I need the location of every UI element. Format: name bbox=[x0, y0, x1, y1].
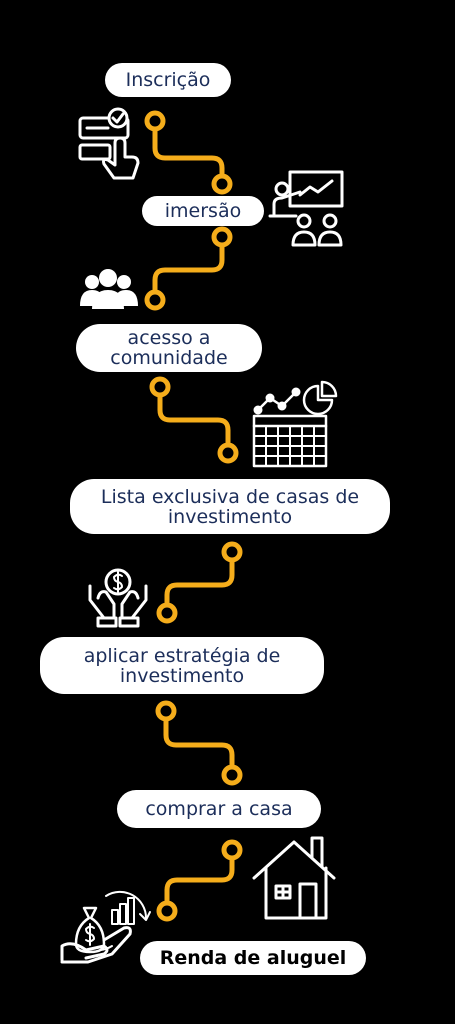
node-dot bbox=[221, 839, 243, 861]
node-dot bbox=[211, 226, 233, 248]
node-dot bbox=[156, 602, 178, 624]
connector-path bbox=[157, 384, 231, 453]
connector-path bbox=[164, 549, 235, 613]
connector-path bbox=[163, 708, 235, 775]
node-dot bbox=[211, 173, 233, 195]
step-imersao: imersão bbox=[142, 196, 264, 226]
house-icon bbox=[252, 836, 336, 920]
step-inscricao: Inscrição bbox=[105, 63, 231, 97]
connector-path bbox=[164, 847, 235, 911]
node-dot bbox=[221, 764, 243, 786]
form-click-icon bbox=[78, 107, 140, 180]
node-dot bbox=[144, 110, 166, 132]
node-dot bbox=[221, 541, 243, 563]
step-lista-exclusiva: Lista exclusiva de casas de investimento bbox=[70, 479, 390, 534]
node-dot bbox=[149, 376, 171, 398]
analytics-calendar-icon bbox=[252, 380, 338, 468]
node-dot bbox=[144, 289, 166, 311]
step-comprar-casa: comprar a casa bbox=[117, 790, 321, 828]
connector-path bbox=[152, 118, 225, 183]
rental-income-icon bbox=[60, 890, 151, 964]
money-hands-icon bbox=[88, 568, 148, 628]
step-acesso-comunidade: acesso a comunidade bbox=[76, 324, 262, 372]
node-dot bbox=[217, 442, 239, 464]
connector-path bbox=[152, 234, 225, 301]
presentation-icon bbox=[268, 170, 344, 247]
node-dot bbox=[156, 900, 178, 922]
step-aplicar-estrategia: aplicar estratégia de investimento bbox=[40, 637, 324, 694]
node-dot bbox=[155, 700, 177, 722]
step-renda-aluguel: Renda de aluguel bbox=[140, 941, 366, 975]
community-icon bbox=[80, 269, 138, 309]
